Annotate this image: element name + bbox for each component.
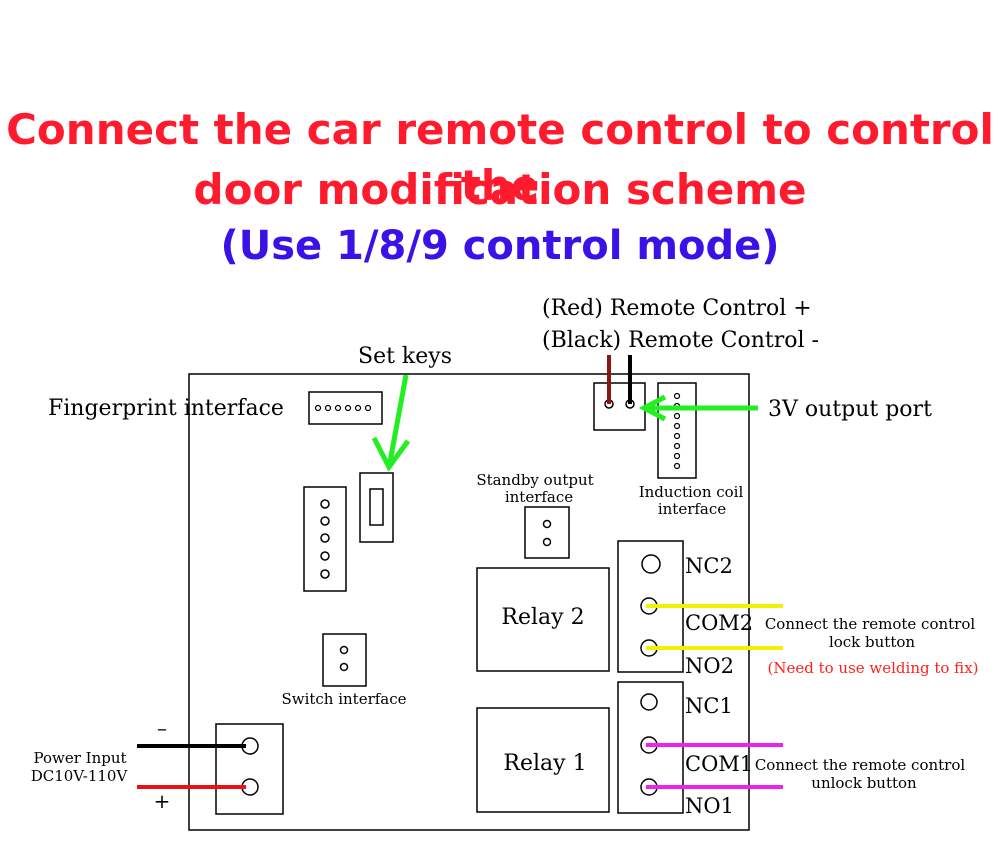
nc1-label: NC1 xyxy=(685,694,733,718)
relay-2-label: Relay 2 xyxy=(501,605,584,630)
five-pin-connector-pins xyxy=(320,499,330,579)
plus-sign: + xyxy=(154,789,171,813)
standby-pin xyxy=(542,537,552,547)
unlock-button-label-2: unlock button xyxy=(811,774,917,792)
com1-label: COM1 xyxy=(685,752,753,776)
output-3v-arrow xyxy=(638,394,758,422)
fingerprint-pins xyxy=(314,404,372,412)
relay-2 xyxy=(476,567,610,672)
remote-red-label: (Red) Remote Control + xyxy=(542,296,812,321)
welding-note: (Need to use welding to fix) xyxy=(767,659,978,677)
switch-pin xyxy=(339,645,349,655)
switch-interface-connector xyxy=(322,633,367,687)
title-line-3: (Use 1/8/9 control mode) xyxy=(220,223,780,269)
output-3v-connector xyxy=(593,382,646,431)
relay-1-label: Relay 1 xyxy=(503,751,586,776)
set-keys-label: Set keys xyxy=(358,344,452,369)
induction-coil-label: Induction coil xyxy=(639,483,744,501)
no2-label: NO2 xyxy=(685,654,734,678)
lock-button-label-2: lock button xyxy=(829,633,915,651)
nc2-label: NC2 xyxy=(685,554,733,578)
induction-coil-label-2: interface xyxy=(658,500,726,518)
terminal-nc1 xyxy=(640,693,658,711)
standby-output-label-2: interface xyxy=(505,488,573,506)
relay-1 xyxy=(476,707,610,813)
remote-black-label: (Black) Remote Control - xyxy=(542,328,819,353)
output-3v-label: 3V output port xyxy=(768,397,932,422)
minus-sign: – xyxy=(157,716,167,740)
no1-label: NO1 xyxy=(685,794,734,818)
power-voltage-label: DC10V-110V xyxy=(31,767,129,785)
power-input-label: Power Input xyxy=(33,749,126,767)
standby-output-label: Standby output xyxy=(476,471,593,489)
switch-pin xyxy=(339,662,349,672)
title-line-1: Connect the car remote control to contro… xyxy=(6,105,994,210)
fingerprint-interface-label: Fingerprint interface xyxy=(48,396,284,421)
standby-pin xyxy=(542,519,552,529)
set-key-button xyxy=(369,488,384,526)
lock-button-label: Connect the remote control xyxy=(765,615,976,633)
standby-output-connector xyxy=(524,506,570,559)
com2-label: COM2 xyxy=(685,611,753,635)
switch-interface-label: Switch interface xyxy=(281,690,406,708)
unlock-button-label: Connect the remote control xyxy=(755,756,966,774)
set-keys-arrow xyxy=(371,374,411,472)
title-line-2: door modification scheme xyxy=(193,165,807,214)
terminal-nc2 xyxy=(641,554,661,574)
